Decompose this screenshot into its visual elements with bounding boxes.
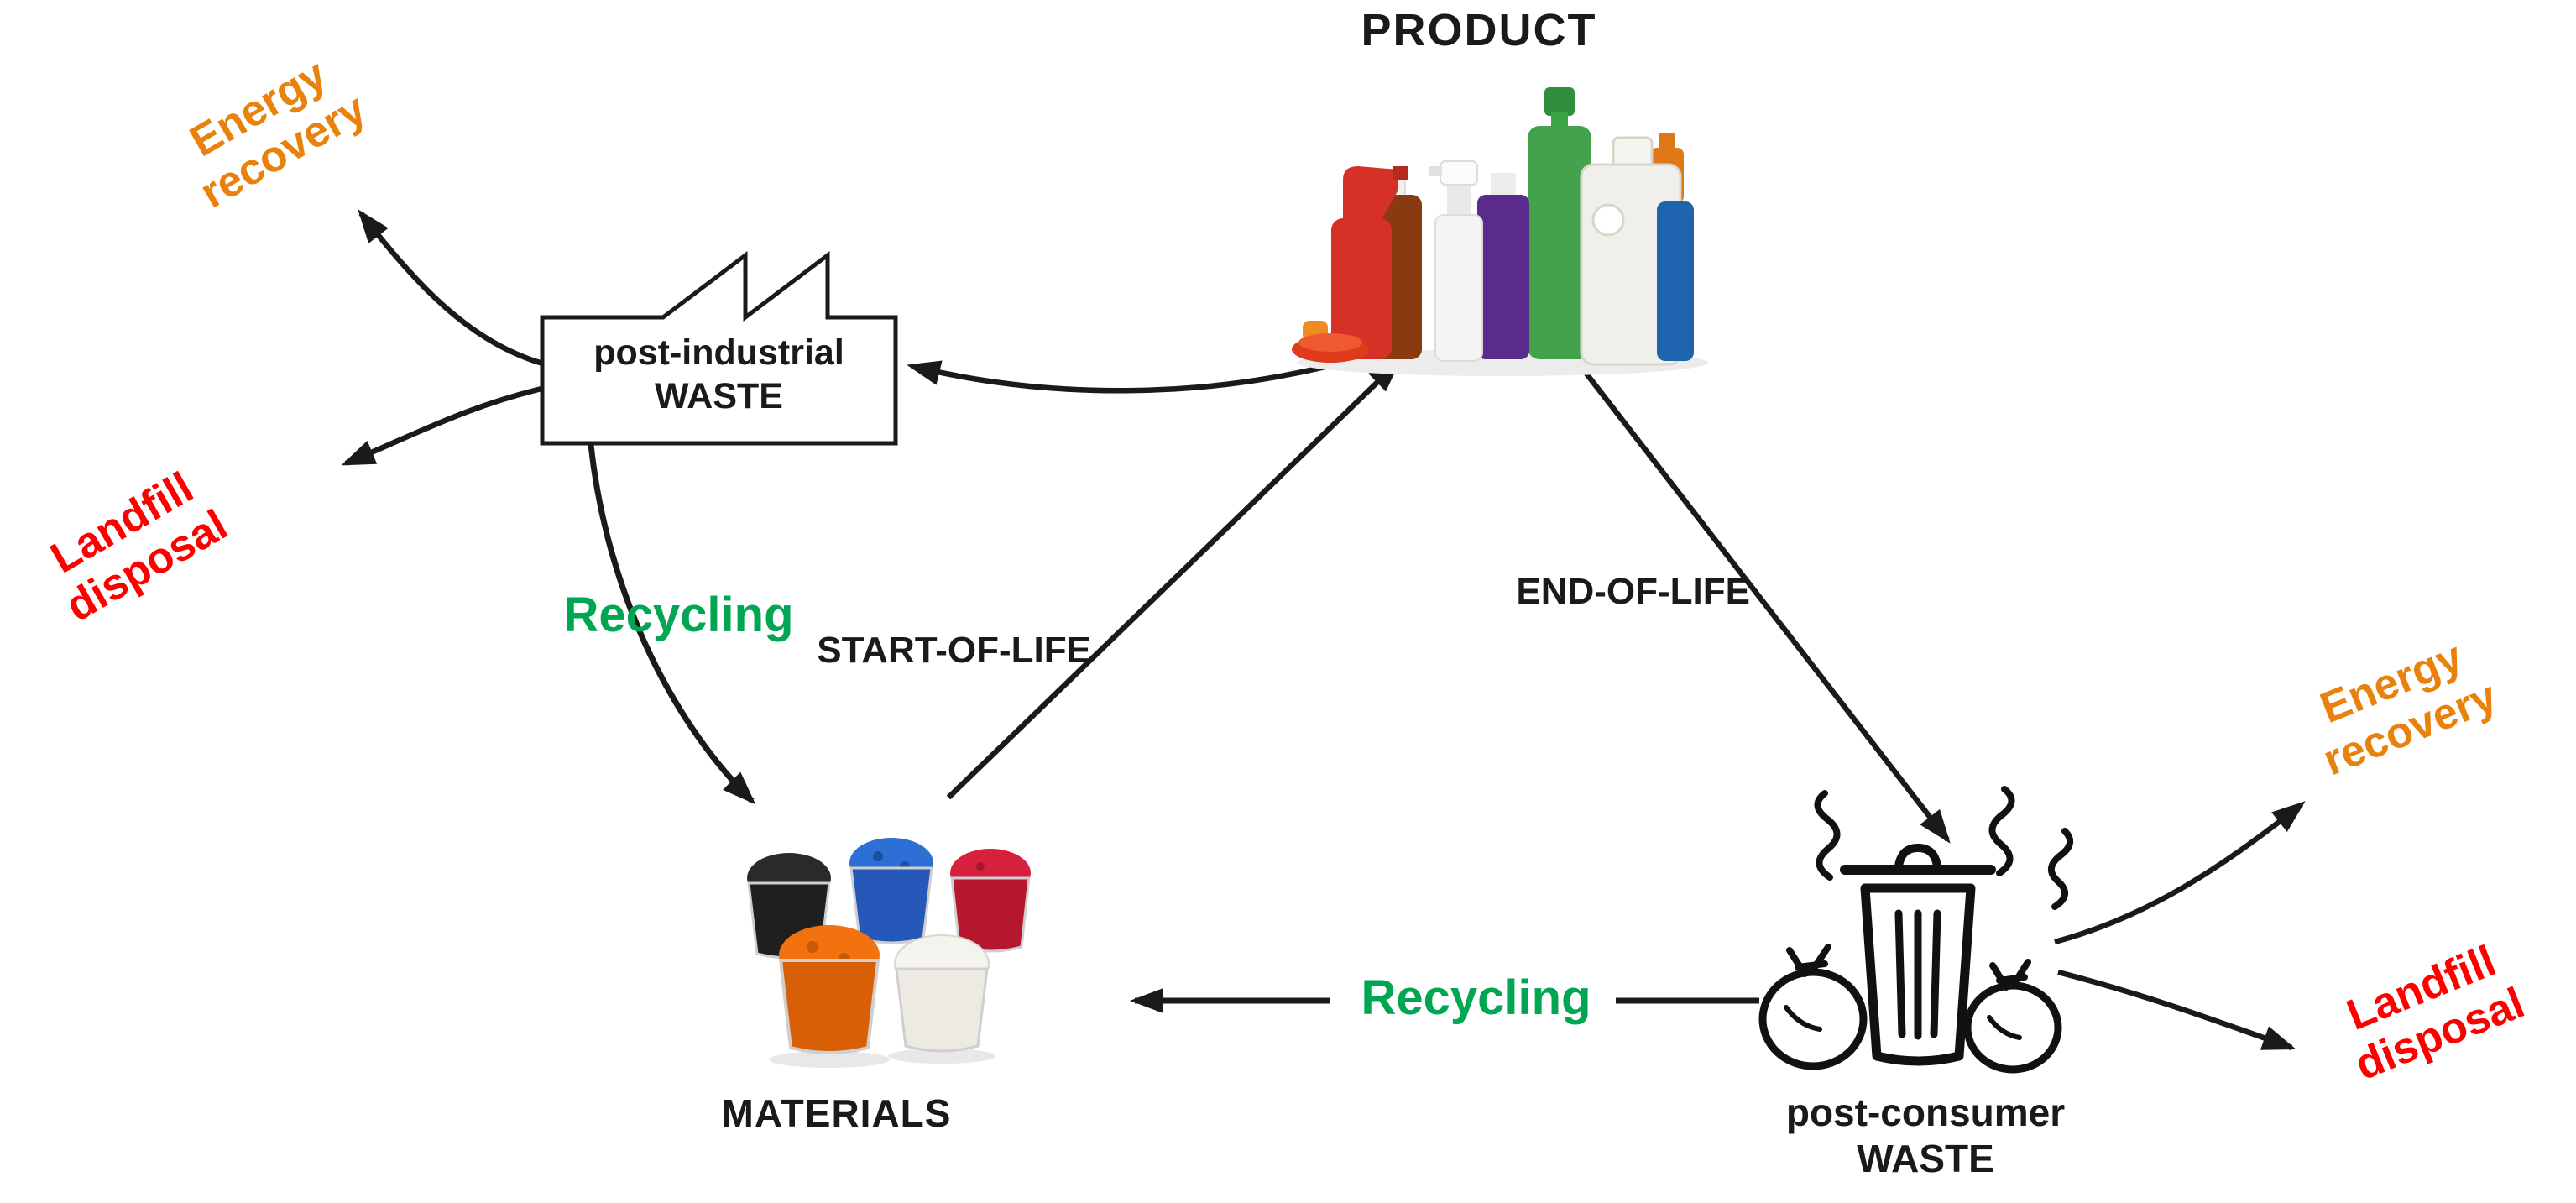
arrow-waste-to-energy-right	[2054, 801, 2306, 945]
post-industrial-waste-line1: post-industrial	[593, 332, 844, 373]
post-industrial-waste-line2: WASTE	[655, 376, 783, 417]
recycling-bottom-label: Recycling	[1361, 970, 1591, 1025]
arrow-waste-to-landfill-right	[2057, 969, 2296, 1051]
post-industrial-waste-label: post-industrial WASTE	[542, 331, 896, 419]
arrow-waste-to-energy-left	[358, 209, 553, 369]
post-consumer-waste-line2: WASTE	[1857, 1137, 1994, 1181]
arrow-recycling-waste-to-materials	[588, 444, 756, 805]
recycling-left-label: Recycling	[563, 588, 794, 642]
start-of-life-label: START-OF-LIFE	[817, 630, 1091, 671]
end-of-life-label: END-OF-LIFE	[1516, 571, 1750, 612]
arrow-waste-to-landfill-left	[341, 383, 553, 466]
post-consumer-waste-label: post-consumer WASTE	[1724, 1090, 2127, 1182]
product-image	[1292, 87, 1708, 376]
post-industrial-waste-box	[540, 250, 898, 446]
materials-image	[747, 838, 1031, 1068]
arrow-start-of-life	[946, 358, 1402, 800]
arrow-end-of-life	[1584, 372, 1951, 844]
materials-label: MATERIALS	[721, 1091, 952, 1135]
post-consumer-waste-line1: post-consumer	[1785, 1091, 2066, 1134]
post-consumer-waste-icon	[1758, 786, 2073, 1074]
product-label: PRODUCT	[1361, 5, 1597, 55]
arrow-product-to-post-industrial-waste	[907, 353, 1367, 394]
